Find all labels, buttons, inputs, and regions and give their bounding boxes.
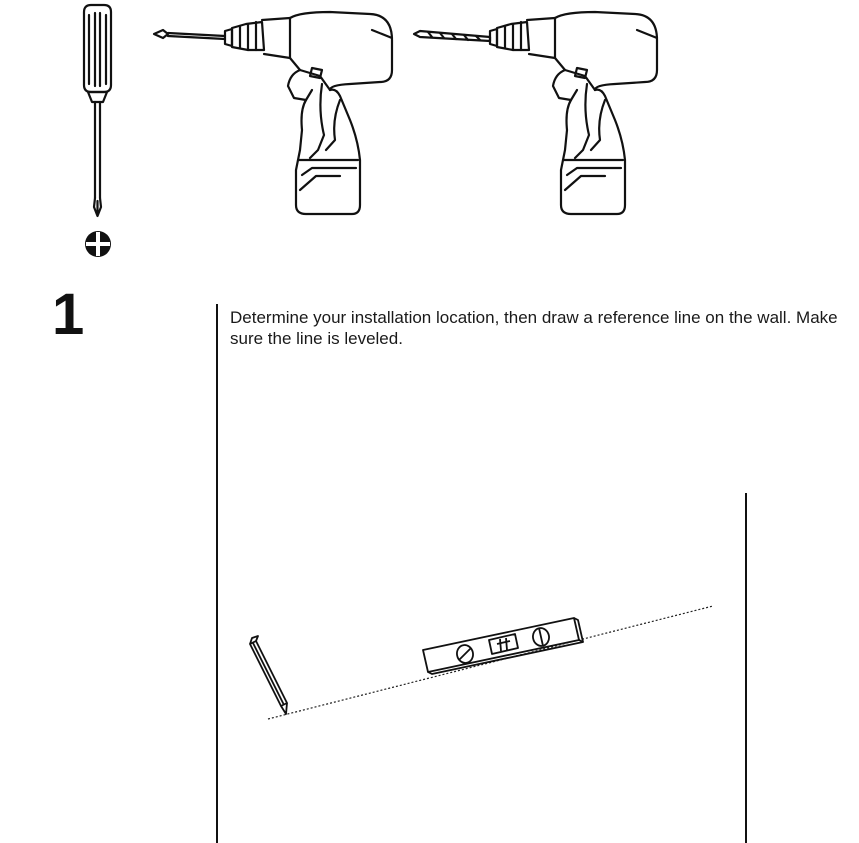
phillips-head-icon — [85, 231, 111, 257]
step-divider — [216, 304, 218, 843]
step-instruction: Determine your installation location, th… — [230, 308, 838, 348]
pencil-icon — [249, 635, 288, 715]
drill-with-screwdriver-bit-icon — [152, 10, 394, 216]
spirit-level-icon — [422, 617, 584, 675]
tools-row — [0, 0, 859, 270]
screwdriver-icon — [82, 3, 113, 218]
step-number: 1 — [52, 282, 85, 347]
drill-with-drill-bit-icon — [412, 10, 659, 216]
